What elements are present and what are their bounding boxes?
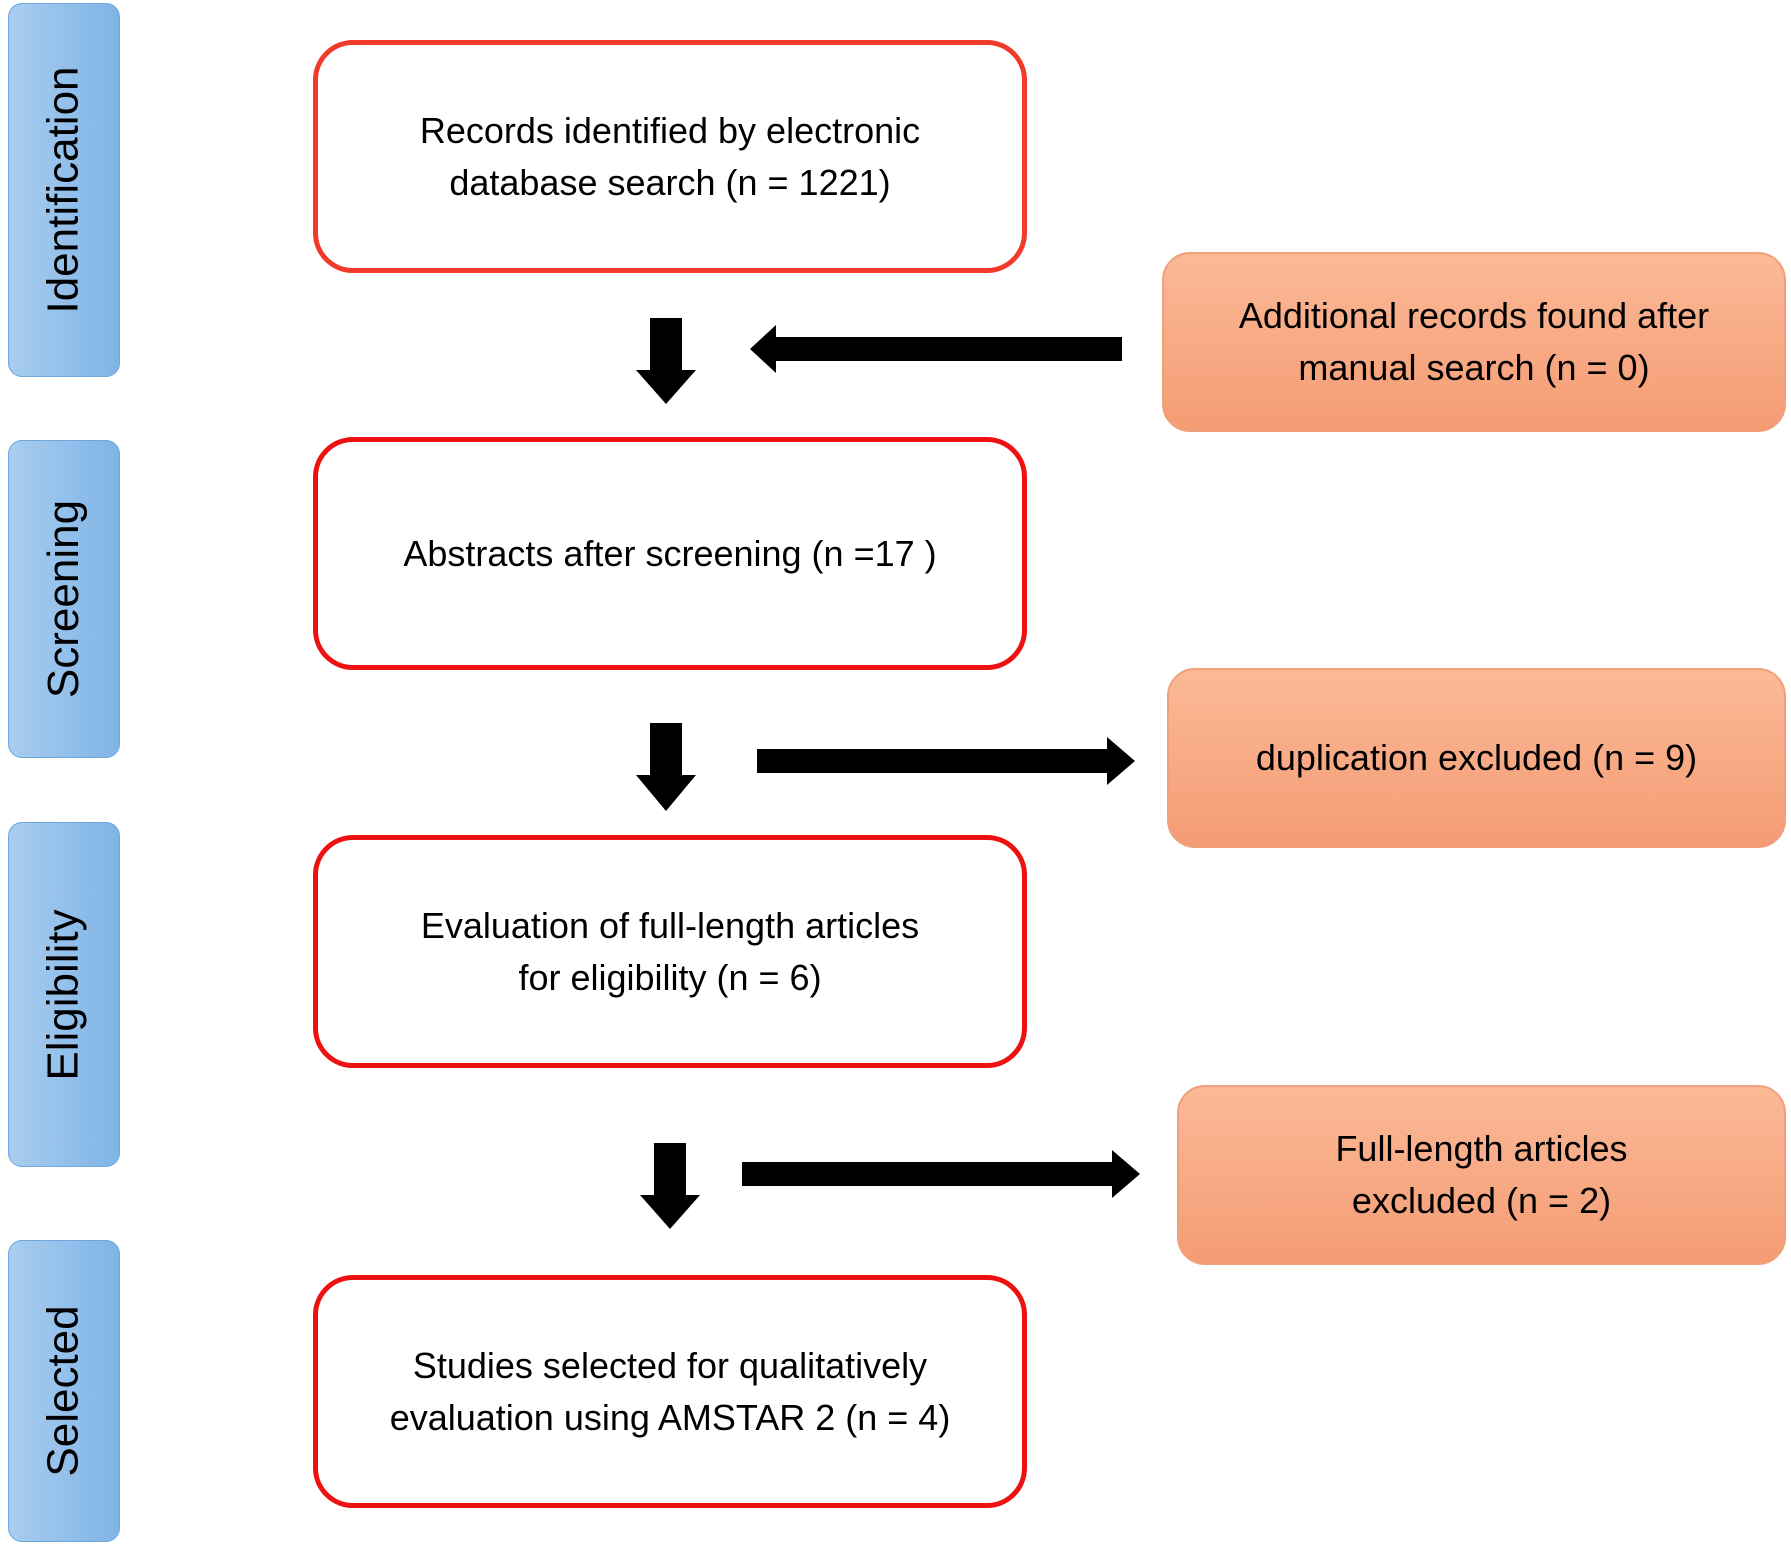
right-arrow-duplication <box>757 737 1135 785</box>
down-arrow-1 <box>636 318 696 404</box>
manual-search-box: Additional records found after manual se… <box>1162 252 1786 432</box>
records-identified-box: Records identified by electronic databas… <box>313 40 1027 273</box>
manual-search-text: Additional records found after manual se… <box>1238 295 1710 388</box>
records-identified-text: Records identified by electronic databas… <box>419 109 921 203</box>
stage-tab-selected: Selected <box>8 1240 120 1542</box>
abstracts-screened-box: Abstracts after screening (n =17 ) <box>313 437 1027 670</box>
stage-tab-identification: Identification <box>8 3 120 377</box>
stage-tab-eligibility: Eligibility <box>8 822 120 1167</box>
left-arrow-manual-search <box>750 325 1122 373</box>
right-arrow-fulltext-excluded <box>742 1150 1140 1198</box>
eligibility-evaluation-box: Evaluation of full-length articles for e… <box>313 835 1027 1068</box>
fulltext-excluded-box: Full-length articles excluded (n = 2) <box>1177 1085 1786 1265</box>
duplication-excluded-text: duplication excluded (n = 9) <box>1255 737 1698 778</box>
eligibility-evaluation-text: Evaluation of full-length articles for e… <box>420 904 920 998</box>
stage-tab-screening: Screening <box>8 440 120 758</box>
fulltext-excluded-text: Full-length articles excluded (n = 2) <box>1335 1128 1628 1221</box>
down-arrow-2 <box>636 723 696 811</box>
studies-selected-box: Studies selected for qualitatively evalu… <box>313 1275 1027 1508</box>
studies-selected-text: Studies selected for qualitatively evalu… <box>389 1344 951 1438</box>
abstracts-screened-text: Abstracts after screening (n =17 ) <box>403 532 937 574</box>
duplication-excluded-box: duplication excluded (n = 9) <box>1167 668 1786 848</box>
down-arrow-3 <box>640 1143 700 1229</box>
